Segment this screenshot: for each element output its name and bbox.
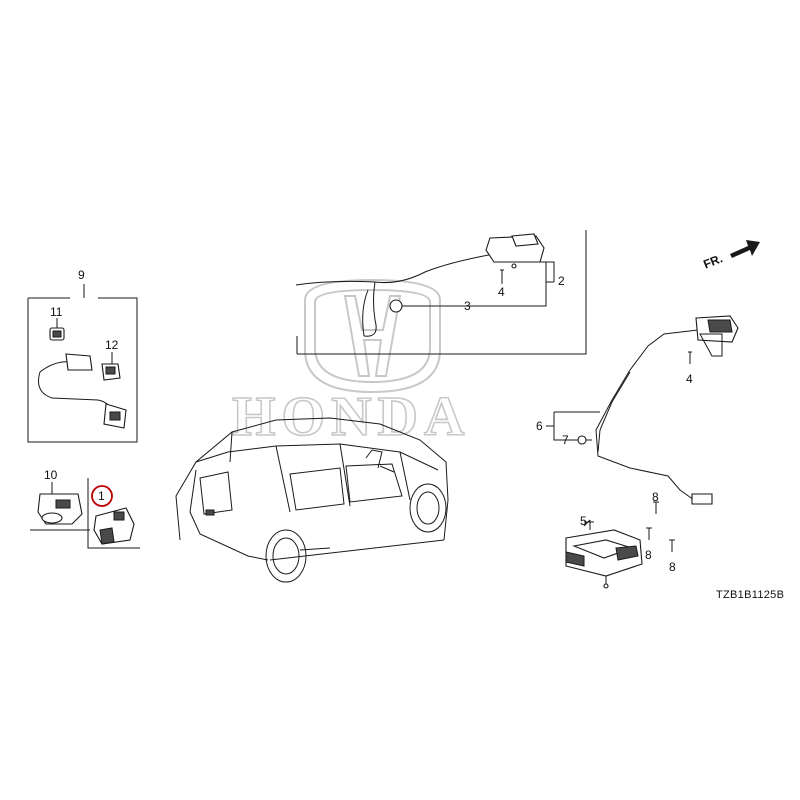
group-9-bracket <box>27 284 138 443</box>
callout-8-a: 8 <box>652 490 659 504</box>
part-1-rear-camera <box>87 478 140 549</box>
callout-4-right: 4 <box>686 372 693 386</box>
callout-1: 1 <box>98 489 105 503</box>
callout-11: 11 <box>50 305 63 319</box>
callout-5: 5 <box>580 514 587 528</box>
callout-9: 9 <box>78 268 85 282</box>
callout-8-b: 8 <box>645 548 652 562</box>
callout-2: 2 <box>558 274 565 288</box>
group-2-bracket <box>295 230 587 355</box>
honda-watermark: HONDA <box>231 278 470 449</box>
callout-10: 10 <box>44 468 58 482</box>
callout-6: 6 <box>536 419 543 433</box>
part-1-highlight-ring <box>91 485 113 507</box>
callout-7: 7 <box>562 433 569 447</box>
part-11-clip <box>49 318 65 341</box>
part-5-control-unit <box>565 519 643 589</box>
part-6-harness <box>546 315 739 505</box>
camera-harness <box>38 353 127 429</box>
callout-3: 3 <box>464 299 471 313</box>
part-12-clip <box>101 352 121 381</box>
car-outline <box>175 417 449 583</box>
callout-4-top: 4 <box>498 285 505 299</box>
callout-12: 12 <box>105 338 119 352</box>
callout-8-c: 8 <box>669 560 676 574</box>
drawing-code: TZB1B1125B <box>716 589 785 601</box>
part-8-bolts <box>646 501 675 552</box>
front-direction-arrow <box>730 240 760 258</box>
part-10-camera-bracket <box>30 482 90 531</box>
watermark-text: HONDA <box>232 386 470 448</box>
